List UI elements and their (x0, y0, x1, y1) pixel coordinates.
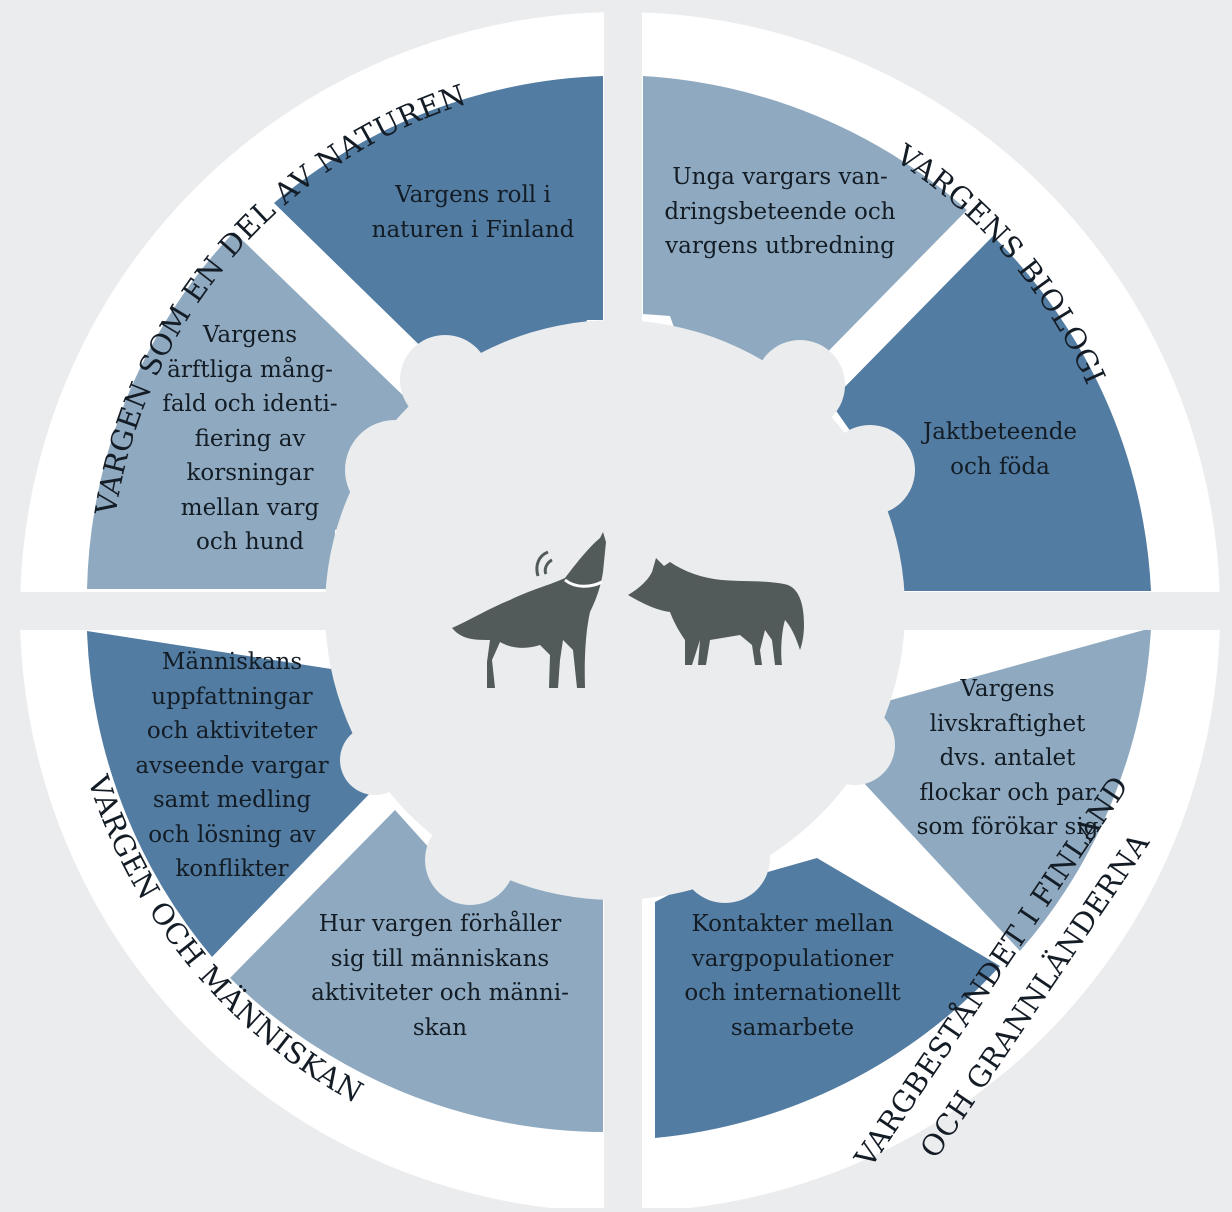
segment-arftliga (87, 232, 414, 589)
segment-forhaller (230, 806, 603, 1132)
center-circle (325, 320, 905, 900)
segment-roll (274, 76, 603, 398)
segment-livskraft (833, 628, 1151, 951)
center-bumps (340, 335, 915, 905)
segment-jakt (830, 236, 1151, 591)
standing-wolf-icon (628, 558, 804, 665)
howling-wolf-with-collar-icon (452, 532, 606, 688)
segment-manniskans (87, 631, 402, 957)
segment-unga (643, 76, 967, 393)
